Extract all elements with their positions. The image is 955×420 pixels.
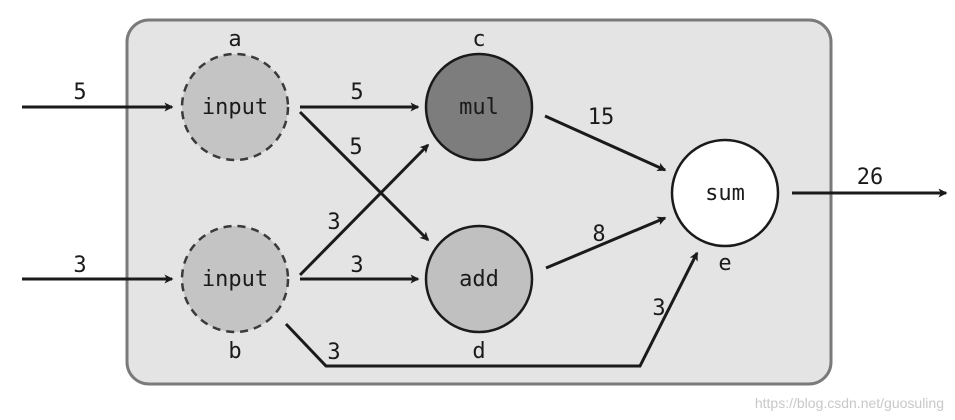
edge-label-a-c: 5 [350,80,363,105]
edge-label-input-b: 3 [73,253,86,278]
edge-b-c [298,143,430,277]
edge-d-e [545,216,667,270]
node-c-circle [424,52,534,162]
node-b-circle [180,224,290,334]
node-d-letter: d [472,339,485,364]
edge-label-b-e-lower: 3 [327,340,340,365]
edge-label-output: 26 [857,165,884,190]
node-c-label: mul [459,95,499,120]
node-a-circle [180,52,290,162]
node-c-letter: c [472,27,485,52]
node-d-circle [424,224,534,334]
node-e-label: sum [705,181,745,206]
edge-label-b-d: 3 [350,253,363,278]
node-e-circle [670,138,780,248]
node-e-letter: e [718,251,731,276]
node-a-label: input [202,95,268,120]
edge-a-d [298,110,430,242]
node-b-letter: b [228,339,241,364]
edge-c-e [544,114,667,172]
edge-label-b-e-upper: 3 [652,296,665,321]
node-b-label: input [202,267,268,292]
node-d-label: add [459,267,499,292]
edge-label-b-c: 3 [327,210,340,235]
edge-label-d-e: 8 [592,222,605,247]
edge-label-a-d: 5 [349,135,362,160]
node-a-letter: a [228,27,241,52]
edge-label-input-a: 5 [73,80,86,105]
edge-b-e [284,251,699,368]
graph-panel [125,18,833,386]
edge-label-c-e: 15 [588,105,615,130]
watermark-text: https://blog.csdn.net/guosuling [755,395,944,411]
